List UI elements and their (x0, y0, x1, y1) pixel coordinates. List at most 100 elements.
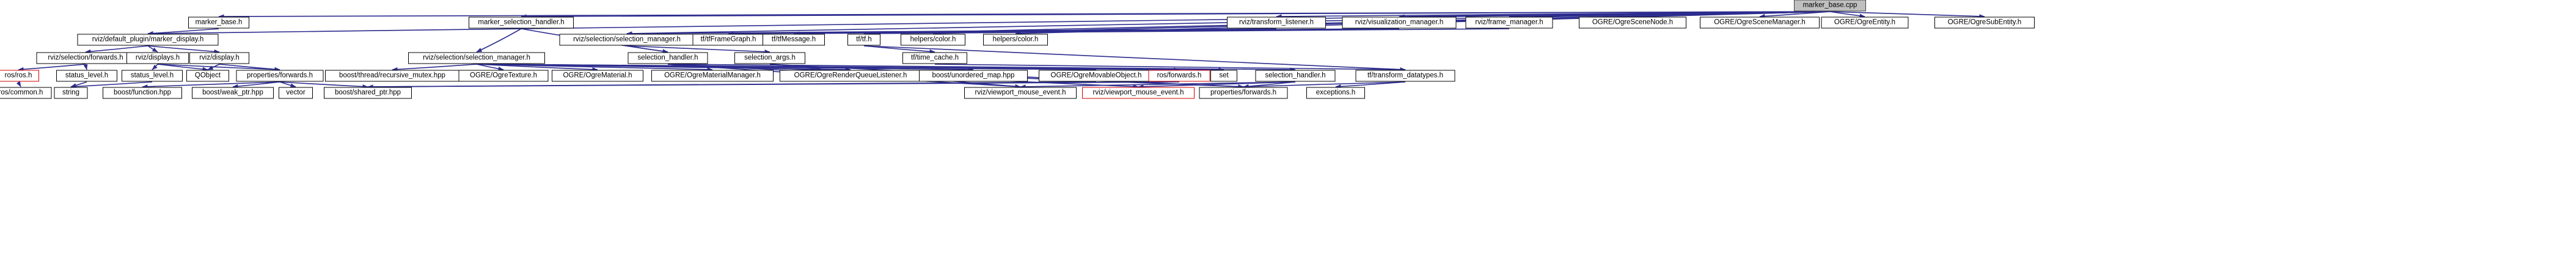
graph-node-marker-base-h[interactable]: marker_base.h (188, 17, 249, 29)
graph-edge (279, 81, 296, 88)
graph-node-status-level-h[interactable]: status_level.h (56, 70, 117, 82)
graph-node-properties-forwards-h[interactable]: properties/forwards.h (1199, 87, 1288, 99)
graph-node-ogre-ogretexture-h[interactable]: OGRE/OgreTexture.h (458, 70, 549, 82)
graph-node-tf-time-cache-h[interactable]: tf/time_cache.h (902, 52, 967, 64)
graph-edge (147, 11, 1831, 36)
graph-edge (152, 64, 158, 70)
graph-node-rviz-displays-h[interactable]: rviz/displays.h (126, 52, 189, 64)
graph-node-status-level-h[interactable]: status_level.h (122, 70, 183, 82)
graph-node-ogre-ogrescenenode-h[interactable]: OGRE/OgreSceneNode.h (1579, 17, 1686, 29)
graph-edge (1243, 81, 1296, 89)
graph-node-rviz-transform-listener-h[interactable]: rviz/transform_listener.h (1227, 17, 1326, 29)
graph-node-marker-base-cpp[interactable]: marker_base.cpp (1794, 0, 1866, 12)
graph-node-selection-args-h[interactable]: selection_args.h (734, 52, 805, 64)
graph-edge (16, 81, 21, 87)
graph-edge (626, 28, 1400, 36)
graph-node-selection-handler-h[interactable]: selection_handler.h (628, 52, 708, 64)
graph-edge (476, 28, 522, 53)
graph-edge (70, 81, 87, 88)
graph-node-rviz-selection-selection-manager-h[interactable]: rviz/selection/selection_manager.h (408, 52, 545, 64)
graph-node-ogre-ogreentity-h[interactable]: OGRE/OgreEntity.h (1821, 17, 1909, 29)
graph-edge (207, 64, 220, 70)
graph-edge (476, 64, 851, 72)
graph-edge (219, 64, 280, 72)
graph-node-ros-forwards-h[interactable]: ros/forwards.h (1148, 70, 1210, 82)
graph-edge (728, 28, 1400, 36)
graph-edge (476, 64, 598, 72)
graph-node-tf-transform-datatypes-h[interactable]: tf/transform_datatypes.h (1355, 70, 1455, 82)
graph-node-rviz-display-h[interactable]: rviz/display.h (189, 52, 249, 64)
graph-edge (142, 81, 280, 89)
graph-edge (232, 81, 280, 89)
graph-edge (626, 28, 1277, 36)
graph-edge (476, 64, 1097, 72)
graph-edge (476, 64, 1180, 72)
graph-edge (476, 64, 1224, 72)
graph-node-rviz-viewport-mouse-event-h[interactable]: rviz/viewport_mouse_event.h (964, 87, 1077, 99)
graph-node-qobject[interactable]: QObject (186, 70, 229, 82)
graph-edge (85, 45, 148, 54)
graph-edge (521, 11, 1831, 19)
graph-node-boost-unordered-map-hpp[interactable]: boost/unordered_map.hpp (919, 70, 1028, 82)
graph-node-ogre-ogrerenderqueuelistener-h[interactable]: OGRE/OgreRenderQueueListener.h (780, 70, 921, 82)
graph-node-ros-common-h[interactable]: ros/common.h (0, 87, 52, 99)
graph-edge (1138, 81, 1296, 89)
graph-node-boost-thread-recursive-mutex-hpp[interactable]: boost/thread/recursive_mutex.hpp (325, 70, 459, 82)
graph-node-rviz-selection-selection-manager-h[interactable]: rviz/selection/selection_manager.h (559, 34, 695, 46)
graph-node-exceptions-h[interactable]: exceptions.h (1306, 87, 1365, 99)
graph-edge (626, 45, 770, 54)
graph-node-rviz-selection-forwards-h[interactable]: rviz/selection/forwards.h (36, 52, 135, 64)
graph-node-selection-handler-h[interactable]: selection_handler.h (1255, 70, 1336, 82)
graph-node-tf-tfmessage-h[interactable]: tf/tfMessage.h (763, 34, 825, 46)
graph-edge (1020, 81, 1296, 89)
graph-edge (157, 64, 208, 72)
graph-node-helpers-color-h[interactable]: helpers/color.h (983, 34, 1048, 46)
graph-node-rviz-viewport-mouse-event-h[interactable]: rviz/viewport_mouse_event.h (1082, 87, 1195, 99)
graph-node-ogre-ogremovableobject-h[interactable]: OGRE/OgreMovableObject.h (1039, 70, 1154, 82)
graph-edge (279, 81, 368, 89)
graph-edge (934, 64, 1406, 72)
graph-edge (83, 64, 88, 70)
graph-edge (863, 45, 935, 54)
graph-node-tf-tfframegraph-h[interactable]: tf/tfFrameGraph.h (692, 34, 764, 46)
graph-edge (70, 81, 153, 89)
graph-edge (793, 28, 1400, 36)
graph-edge (147, 45, 158, 53)
graph-node-set[interactable]: set (1210, 70, 1237, 82)
graph-edge (147, 28, 219, 35)
graph-edge (476, 64, 713, 72)
graph-node-ogre-ogrematerialmanager-h[interactable]: OGRE/OgreMaterialManager.h (651, 70, 774, 82)
graph-edge (18, 64, 86, 72)
graph-node-boost-function-hpp[interactable]: boost/function.hpp (103, 87, 182, 99)
graph-node-properties-forwards-h[interactable]: properties/forwards.h (236, 70, 324, 82)
graph-node-string[interactable]: string (54, 87, 88, 99)
graph-edge (147, 45, 220, 54)
graph-edge (626, 45, 668, 54)
graph-node-boost-weak-ptr-hpp[interactable]: boost/weak_ptr.hpp (192, 87, 274, 99)
graph-node-marker-selection-handler-h[interactable]: marker_selection_handler.h (469, 17, 574, 29)
graph-edge (863, 28, 1510, 36)
graph-node-rviz-visualization-manager-h[interactable]: rviz/visualization_manager.h (1342, 17, 1457, 29)
graph-node-ogre-ogrescenemanager-h[interactable]: OGRE/OgreSceneManager.h (1700, 17, 1820, 29)
graph-edge (218, 11, 1831, 19)
graph-edge (1829, 11, 1865, 18)
graph-node-rviz-frame-manager-h[interactable]: rviz/frame_manager.h (1465, 17, 1553, 29)
graph-node-vector[interactable]: vector (279, 87, 313, 99)
graph-node-ogre-ogrematerial-h[interactable]: OGRE/OgreMaterial.h (552, 70, 643, 82)
graph-edge (1632, 11, 1831, 19)
graph-node-ogre-ogresubentity-h[interactable]: OGRE/OgreSubEntity.h (1934, 17, 2035, 29)
graph-node-tf-tf-h[interactable]: tf/tf.h (847, 34, 880, 46)
graph-edge (392, 64, 477, 72)
graph-edge (1829, 11, 1985, 19)
graph-node-ros-ros-h[interactable]: ros/ros.h (0, 70, 39, 82)
graph-edge (1509, 11, 1831, 19)
graph-node-rviz-default-plugin-marker-display-h[interactable]: rviz/default_plugin/marker_display.h (77, 34, 219, 46)
graph-edge (1335, 81, 1406, 89)
graph-edge (667, 64, 1296, 72)
graph-edge (367, 81, 1097, 89)
graph-node-helpers-color-h[interactable]: helpers/color.h (901, 34, 965, 46)
graph-node-boost-shared-ptr-hpp[interactable]: boost/shared_ptr.hpp (324, 87, 412, 99)
graph-edge (367, 81, 1180, 89)
